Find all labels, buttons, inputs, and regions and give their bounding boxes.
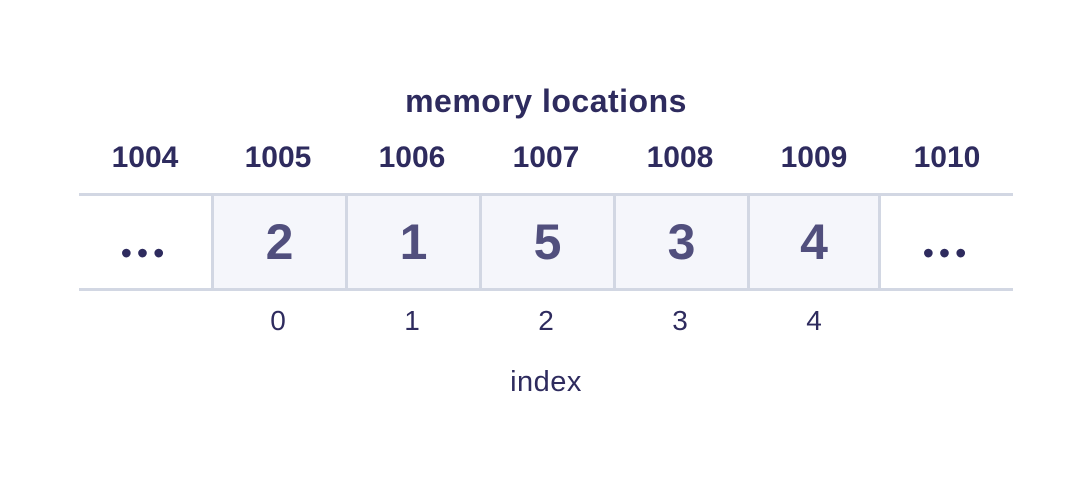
- address-label: 1008: [646, 141, 714, 174]
- ellipsis-dots: •••: [120, 235, 170, 271]
- address-label: 1004: [111, 141, 179, 174]
- memory-cell-ellipsis-right: •••: [881, 196, 1013, 288]
- address-label: 1005: [244, 141, 312, 174]
- memory-cell: 5: [479, 196, 613, 288]
- address-label: 1010: [913, 141, 981, 174]
- cell-value: 2: [265, 214, 294, 270]
- index-label: 2: [538, 305, 554, 336]
- cell-value: 1: [399, 214, 428, 270]
- index-label: 4: [806, 305, 822, 336]
- cell-value: 4: [800, 214, 828, 270]
- memory-locations-title: memory locations: [405, 83, 687, 119]
- index-label: 3: [672, 305, 688, 336]
- index-spacer: [79, 303, 211, 339]
- cell-value: 5: [533, 214, 562, 270]
- address-row: 1004 1005 1006 1007 1008 1009 1010: [79, 141, 1013, 175]
- index-label: 0: [270, 305, 286, 336]
- cell-value: 3: [667, 214, 696, 270]
- address-label: 1009: [780, 141, 848, 174]
- ellipsis-dots: •••: [922, 235, 972, 271]
- index-row: 0 1 2 3 4: [79, 303, 1013, 339]
- memory-cell-ellipsis-left: •••: [79, 196, 211, 288]
- memory-cell: 3: [613, 196, 747, 288]
- index-axis-label: index: [510, 366, 582, 398]
- memory-cell: 1: [345, 196, 479, 288]
- memory-cell: 2: [211, 196, 345, 288]
- address-label: 1007: [512, 141, 580, 174]
- memory-cells-band: ••• 2 1 5 3 4 •••: [79, 193, 1013, 291]
- address-label: 1006: [378, 141, 446, 174]
- memory-cell: 4: [747, 196, 881, 288]
- index-label: 1: [404, 305, 420, 336]
- index-spacer: [881, 303, 1013, 339]
